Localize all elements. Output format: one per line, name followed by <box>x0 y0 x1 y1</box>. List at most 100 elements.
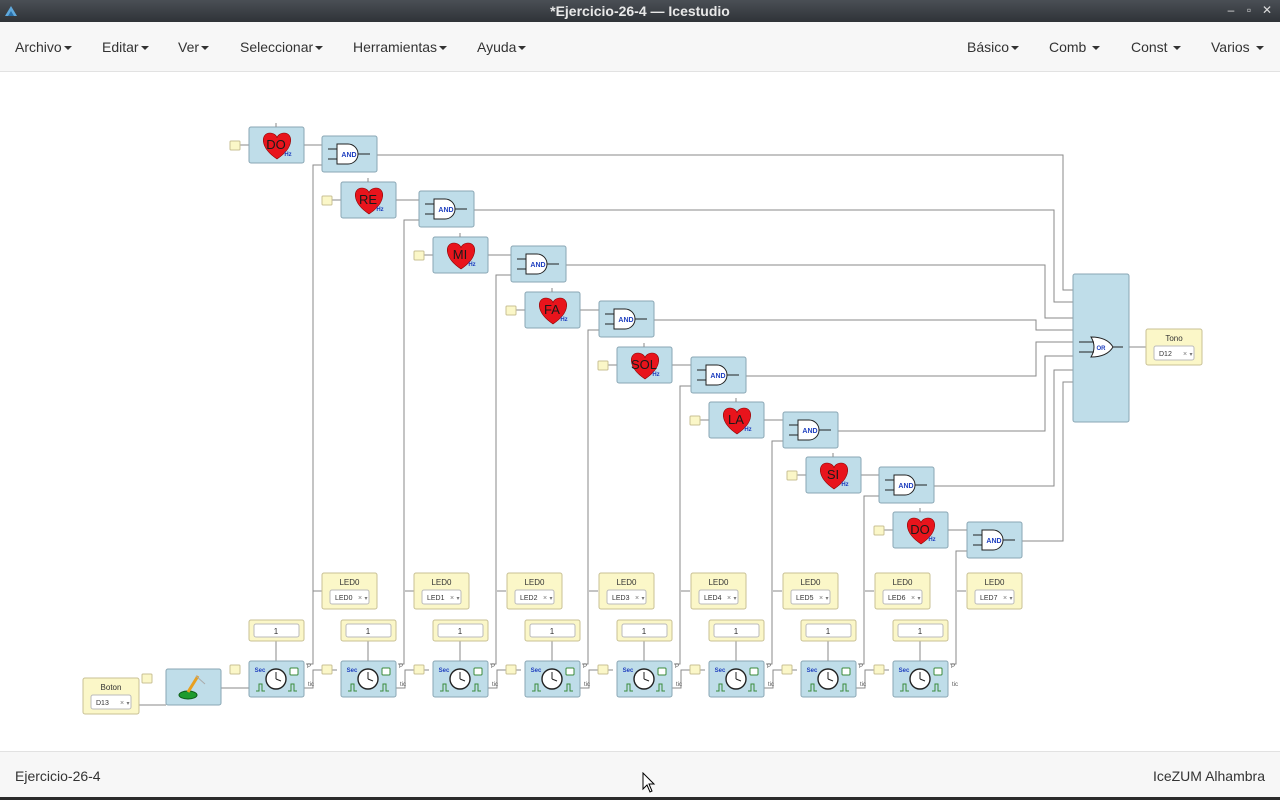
menu-seleccionar[interactable]: Seleccionar <box>240 39 324 55</box>
menu-ver[interactable]: Ver <box>178 39 210 55</box>
pin-square[interactable] <box>873 525 885 536</box>
const-input[interactable] <box>437 623 484 638</box>
menu-editar[interactable]: Editar <box>102 39 149 55</box>
timer-const-7[interactable]: 1 <box>892 619 949 642</box>
led-output-0-pin-select[interactable] <box>329 589 370 605</box>
and-gate[interactable]: AND <box>418 190 475 228</box>
pin-square[interactable] <box>786 470 798 481</box>
const-input[interactable] <box>529 623 576 638</box>
pin-square[interactable] <box>597 664 609 675</box>
button-block-body[interactable] <box>165 668 222 706</box>
timer-start-pin[interactable] <box>873 664 885 675</box>
and-gate[interactable]: AND <box>321 135 378 173</box>
pin-square[interactable] <box>321 195 333 206</box>
const-input[interactable] <box>345 623 392 638</box>
and-gate[interactable]: AND <box>966 521 1023 559</box>
timer-start-pin[interactable] <box>781 664 793 675</box>
led-output-3-pin-select[interactable] <box>606 589 647 605</box>
timer-const-0[interactable]: 1 <box>248 619 305 642</box>
pin-square[interactable] <box>413 250 425 261</box>
menu-basico[interactable]: Básico <box>967 39 1020 55</box>
note-enable-pin[interactable] <box>321 195 333 206</box>
pin-square[interactable] <box>229 140 241 151</box>
timer-start-pin[interactable] <box>689 664 701 675</box>
menu-herramientas[interactable]: Herramientas <box>353 39 448 55</box>
pin-square[interactable] <box>229 664 241 675</box>
note-enable-pin[interactable] <box>786 470 798 481</box>
led-output-7-pin-select[interactable] <box>974 589 1015 605</box>
switch-pin[interactable] <box>141 673 153 684</box>
timer-start-pin[interactable] <box>505 664 517 675</box>
pin-square[interactable] <box>505 664 517 675</box>
led-output-6-pin-select[interactable] <box>882 589 923 605</box>
note-enable-pin[interactable] <box>873 525 885 536</box>
note-enable-pin[interactable] <box>229 140 241 151</box>
note-enable-pin[interactable] <box>597 360 609 371</box>
pin-square[interactable] <box>141 673 153 684</box>
menu-varios[interactable]: Varios <box>1211 39 1264 55</box>
timer-const-6[interactable]: 1 <box>800 619 857 642</box>
tono-output-pin-select[interactable] <box>1153 345 1195 361</box>
const-input[interactable] <box>805 623 852 638</box>
pin-square[interactable] <box>321 664 333 675</box>
const-input[interactable] <box>621 623 668 638</box>
led-output-5-pin-select[interactable] <box>790 589 831 605</box>
or-gate[interactable]: OR <box>1072 273 1130 423</box>
pin-square[interactable] <box>689 415 701 426</box>
note-enable-pin[interactable] <box>505 305 517 316</box>
boton-input-pin-select[interactable] <box>90 694 132 710</box>
led-output-1-pin-select[interactable] <box>421 589 462 605</box>
and-gate[interactable]: AND <box>782 411 839 449</box>
timer-start-pin[interactable] <box>229 664 241 675</box>
menu-ayuda[interactable]: Ayuda <box>477 39 527 55</box>
const-input[interactable] <box>713 623 760 638</box>
menu-const[interactable]: Const <box>1131 39 1182 55</box>
and-gate[interactable]: AND <box>510 245 567 283</box>
menu-comb[interactable]: Comb <box>1049 39 1101 55</box>
timer-const-4[interactable]: 1 <box>616 619 673 642</box>
and-gate[interactable]: AND <box>598 300 655 338</box>
close-icon[interactable]: ✕ <box>1261 3 1273 17</box>
led-output-2-pin-select[interactable] <box>514 589 555 605</box>
pin-square[interactable] <box>413 664 425 675</box>
note-enable-pin[interactable] <box>413 250 425 261</box>
board-name[interactable]: IceZUM Alhambra <box>1152 768 1265 784</box>
pin-square[interactable] <box>781 664 793 675</box>
timer-const-2[interactable]: 1 <box>432 619 489 642</box>
minimize-icon[interactable]: – <box>1227 3 1235 17</box>
const-input[interactable] <box>897 623 944 638</box>
pin-square[interactable] <box>873 664 885 675</box>
maximize-icon[interactable]: ▫ <box>1246 3 1252 17</box>
and-gate[interactable]: AND <box>690 356 747 394</box>
pin-square[interactable] <box>597 360 609 371</box>
timer-const-1[interactable]: 1 <box>340 619 397 642</box>
and-gate[interactable]: AND <box>878 466 935 504</box>
led-output-4-pin-select[interactable] <box>698 589 739 605</box>
pin-square[interactable] <box>505 305 517 316</box>
timer-const-5[interactable]: 1 <box>708 619 765 642</box>
const-input[interactable] <box>253 623 300 638</box>
